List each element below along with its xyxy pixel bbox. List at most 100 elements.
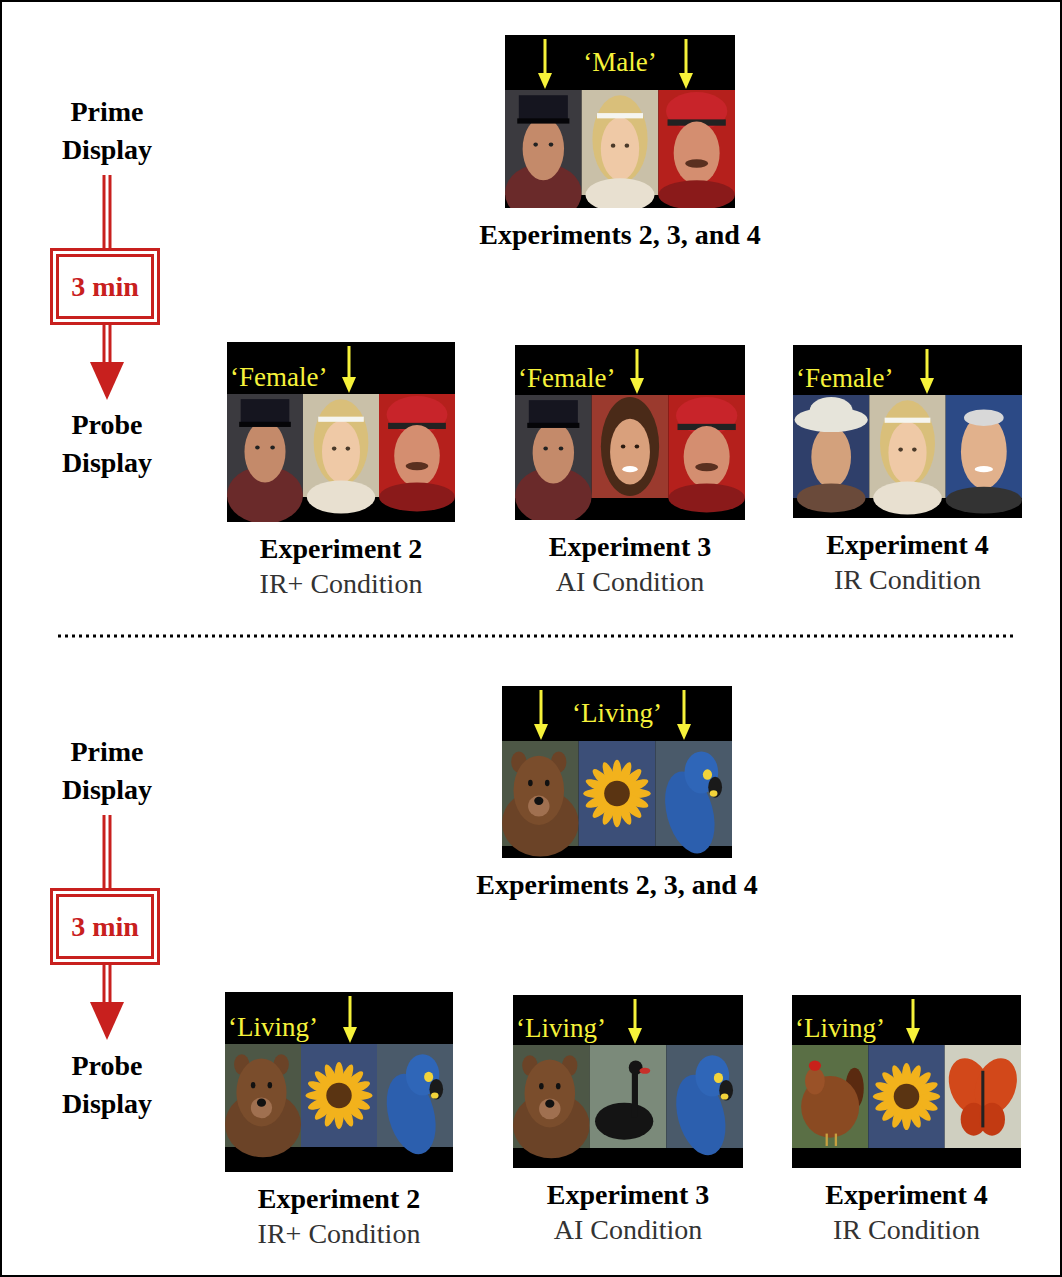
photo-part: [255, 446, 260, 450]
arrow-shaft: [634, 999, 637, 1031]
arrow-head: [90, 1002, 124, 1040]
stimulus-display: ‘Living’Experiments 2, 3, and 4: [502, 686, 732, 858]
photo: [658, 90, 735, 208]
display-label-text: Prime Display: [32, 93, 182, 169]
arrow-head: [342, 377, 356, 393]
photo-part: [429, 1079, 443, 1100]
photo-part: [406, 462, 429, 470]
photo-part: [517, 118, 569, 123]
yellow-arrow: [342, 346, 356, 393]
cue-word: ‘Female’: [518, 363, 615, 393]
arrow-head: [906, 1028, 920, 1044]
photo-part: [529, 400, 578, 425]
photo-part: [592, 95, 647, 183]
flower-centre: [604, 781, 630, 807]
stimulus-display: ‘Female’Experiment 3AI Condition: [515, 345, 745, 520]
arrow-shaft: [683, 690, 686, 727]
experiment-caption: Experiment 3: [408, 1177, 848, 1212]
photo: [655, 741, 732, 858]
caption-wrap: Experiments 2, 3, and 4: [397, 867, 837, 902]
arrow-shaft: [636, 349, 639, 381]
experiment-caption: Experiment 4: [688, 527, 1062, 562]
photo-part: [826, 1134, 828, 1146]
arrow-head: [679, 73, 693, 89]
photo-ground: [379, 394, 455, 497]
photo-part: [239, 422, 291, 427]
arrow-head: [90, 362, 124, 400]
photo-part: [236, 1058, 286, 1126]
display-label: Prime Display: [32, 733, 182, 809]
stimulus-display: ‘Living’Experiment 4IR Condition: [792, 995, 1021, 1168]
photo-part: [964, 409, 1004, 425]
photo-part: [545, 1100, 554, 1108]
experiment-caption: Experiment 2: [121, 531, 561, 566]
yellow-arrow: [628, 999, 642, 1044]
photo-part: [721, 1093, 729, 1099]
photo-part: [835, 1134, 837, 1146]
experiment-caption: Experiment 2: [119, 1181, 559, 1216]
photo-part: [610, 419, 650, 485]
photo-part: [586, 178, 655, 208]
cue-word: ‘Living’: [228, 1012, 318, 1042]
photo-part: [703, 769, 712, 780]
arrow-head: [920, 378, 934, 394]
photo-part: [270, 446, 275, 450]
photo-part: [629, 1060, 643, 1074]
photo: [946, 395, 1022, 513]
photo: [792, 1045, 868, 1148]
photo-part: [708, 777, 722, 798]
caption-wrap: Experiment 2IR+ Condition: [119, 1181, 559, 1251]
photo-part: [719, 1080, 733, 1101]
experiment-caption: Experiments 2, 3, and 4: [397, 867, 837, 902]
photo-part: [625, 144, 630, 148]
photo-part: [809, 1060, 821, 1070]
cue-wrap: ‘Living’: [792, 1013, 1021, 1043]
photo-part: [668, 484, 745, 513]
display-label-text: Prime Display: [32, 733, 182, 809]
condition-caption: IR+ Condition: [119, 1216, 559, 1251]
photo-part: [545, 780, 550, 786]
photo-ground: [590, 1045, 667, 1148]
arrow-shaft: [349, 996, 352, 1030]
photo: [225, 1044, 301, 1157]
caption-wrap: Experiments 2, 3, and 4: [400, 217, 840, 252]
photo-part: [880, 400, 935, 487]
photo-part: [424, 1072, 433, 1082]
arrow-head: [677, 724, 691, 740]
yellow-arrow: [343, 996, 357, 1043]
photo-part: [912, 448, 917, 452]
photo-part: [525, 1059, 576, 1127]
arrow-head: [534, 724, 548, 740]
display-label-text: Probe Display: [32, 1047, 182, 1123]
cue-wrap: ‘Living’: [225, 1012, 453, 1042]
photo: [377, 1044, 453, 1160]
photo-part: [528, 780, 533, 786]
photo-part: [533, 143, 538, 147]
photo-part: [873, 482, 942, 515]
double-shaft: [103, 965, 106, 1003]
photo-part: [534, 797, 543, 805]
stimulus-display: ‘Female’Experiment 4IR Condition: [793, 345, 1022, 518]
photo: [668, 395, 745, 512]
photo-part: [559, 447, 564, 451]
arrow-shaft: [926, 349, 929, 381]
cue-word: ‘Living’: [516, 1013, 606, 1043]
display-label-text: Probe Display: [32, 406, 182, 482]
condition-caption: IR+ Condition: [121, 566, 561, 601]
photo-part: [549, 143, 554, 147]
cue-word: ‘Living’: [572, 698, 662, 728]
condition-caption: AI Condition: [410, 564, 850, 599]
photo: [592, 395, 669, 498]
photo-part: [975, 466, 993, 472]
photo-part: [519, 95, 568, 120]
photo-part: [556, 1083, 561, 1089]
caption-wrap: Experiment 2IR+ Condition: [121, 531, 561, 601]
photo-part: [685, 159, 708, 167]
photo: [666, 1045, 743, 1161]
photo-part: [533, 422, 574, 484]
caption-wrap: Experiment 3AI Condition: [410, 529, 850, 599]
display-label: Probe Display: [32, 1047, 182, 1123]
photo: [868, 1045, 944, 1148]
arrow-shaft: [348, 346, 351, 380]
caption-wrap: Experiment 3AI Condition: [408, 1177, 848, 1247]
